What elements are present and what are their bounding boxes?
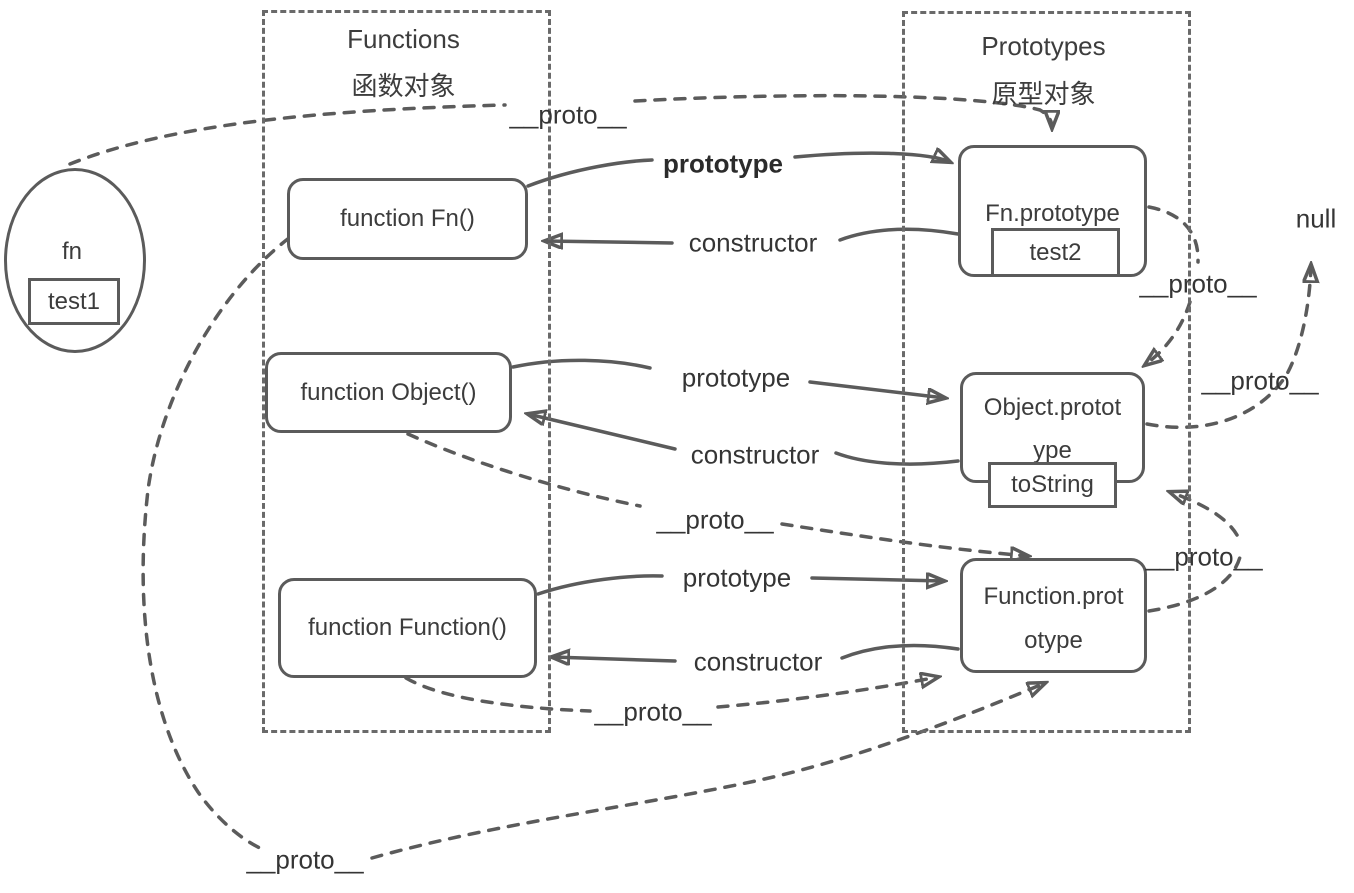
fn-prototype-label: Fn.prototype: [985, 199, 1120, 227]
function-function-box: function Function(): [278, 578, 537, 678]
edge-object-constructor-right: [834, 451, 960, 466]
proto-label-to-null: __proto__: [1201, 365, 1319, 396]
object-prototype-label-line1: Object.protot: [983, 393, 1122, 421]
edge-object-prototype-left: [511, 358, 652, 370]
edge-object-proto-right: [780, 522, 1028, 556]
edge-funcproto-proto-lower: [1170, 492, 1239, 537]
null-label: null: [1295, 203, 1337, 234]
proto-label-fn-instance: __proto__: [509, 99, 627, 130]
object-row-constructor-label: constructor: [690, 439, 820, 470]
edge-object-constructor-left: [528, 414, 677, 451]
function-row-constructor-label: constructor: [693, 646, 823, 677]
edge-fn-instance-proto-left: [68, 103, 507, 166]
edge-fnproto-proto-lower: [1145, 300, 1192, 365]
fn-member-test1: test1: [28, 278, 120, 325]
functions-title-en: Functions: [347, 24, 460, 54]
edge-fn-prototype-right: [793, 153, 950, 162]
proto-label-function-prototype: __proto__: [1145, 541, 1263, 572]
prototypes-title-zh: 原型对象: [991, 79, 1096, 109]
object-prototype-member-tostring: toString: [988, 462, 1117, 508]
edge-function-prototype-left: [536, 574, 664, 596]
prototypes-title-en: Prototypes: [981, 31, 1106, 61]
function-row-prototype-label: prototype: [682, 562, 792, 593]
edge-fn-instance-proto-right: [633, 93, 1052, 128]
functions-title-zh: 函数对象: [351, 71, 456, 101]
edge-function-constructor-right: [840, 643, 960, 660]
function-fn-label: function Fn(): [340, 204, 475, 232]
function-prototype-box: Function.prot otype: [960, 558, 1147, 673]
fn-instance-label: fn: [61, 238, 82, 265]
edge-function-constructor-left: [552, 657, 677, 661]
edge-fn-constructor-right: [838, 227, 960, 242]
prototypes-container: [902, 11, 1191, 733]
fn-prototype-member-test2: test2: [991, 228, 1120, 277]
edge-function-proto-left: [404, 676, 592, 713]
proto-label-fn-fn: __proto__: [246, 844, 364, 875]
function-prototype-label-line2: otype: [1024, 626, 1083, 654]
proto-label-object-fn: __proto__: [656, 504, 774, 535]
fn-row-constructor-label: constructor: [688, 227, 818, 258]
edge-fn-constructor-left: [545, 241, 674, 243]
proto-label-function-fn: __proto__: [594, 696, 712, 727]
edge-function-prototype-right: [810, 578, 944, 581]
object-prototype-label-line2: ype: [1033, 436, 1072, 464]
edge-objproto-proto-null: [1145, 265, 1311, 429]
edge-funcproto-proto-upper: [1147, 550, 1243, 613]
fn-row-prototype-label: prototype: [663, 148, 783, 179]
edge-function-proto-right: [716, 677, 938, 709]
edge-fn-proto-bottom: [370, 683, 1045, 860]
edge-object-prototype-right: [808, 380, 945, 398]
function-prototype-label-line1: Function.prot: [983, 582, 1124, 610]
function-object-box: function Object(): [265, 352, 512, 433]
edge-fnproto-proto-upper: [1147, 205, 1200, 264]
proto-label-fn-prototype: __proto__: [1139, 268, 1257, 299]
function-function-label: function Function(): [308, 613, 507, 641]
function-fn-box: function Fn(): [287, 178, 528, 260]
object-row-prototype-label: prototype: [681, 362, 791, 393]
functions-container: [262, 10, 551, 733]
edge-fn-proto-sweep: [141, 236, 291, 851]
edge-object-proto-left: [406, 432, 642, 508]
edge-fn-prototype-left: [526, 158, 654, 188]
function-object-label: function Object(): [300, 378, 477, 406]
